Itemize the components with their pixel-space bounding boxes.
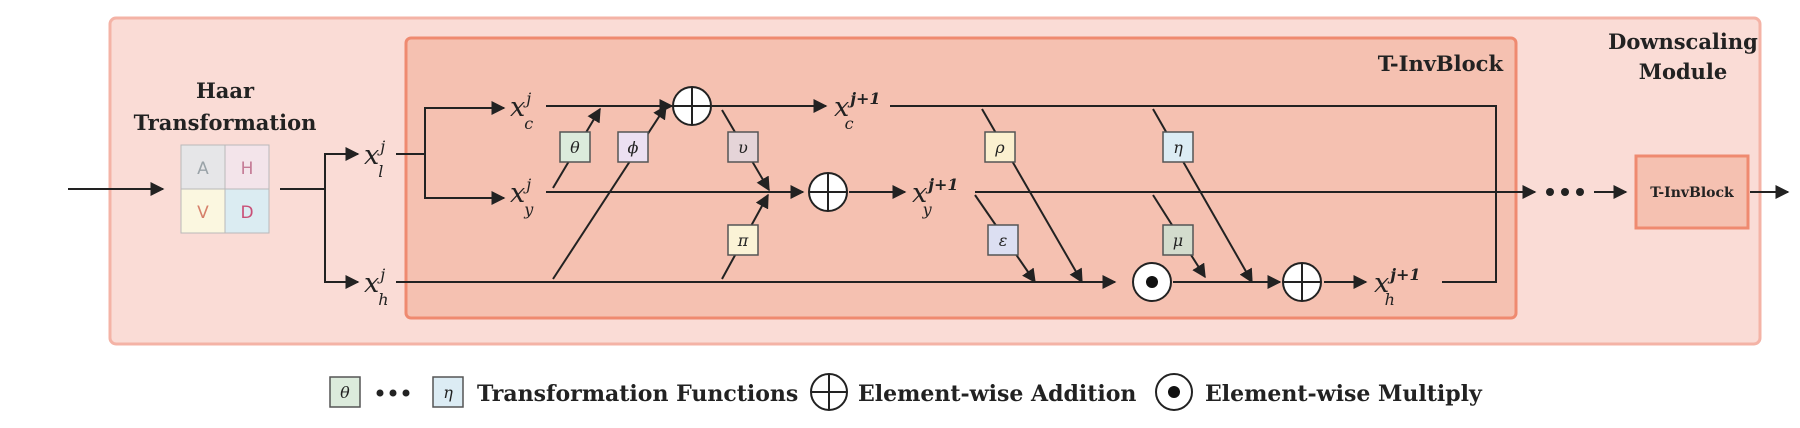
next-t-invblock: T-InvBlock: [1634, 154, 1750, 230]
ellipsis-dots: [1546, 188, 1584, 196]
haar-grid: A H V D: [180, 144, 270, 234]
module-title-line2: Module: [1639, 59, 1728, 84]
svg-text:ε: ε: [999, 231, 1008, 250]
haar-title-line2: Transformation: [134, 110, 317, 135]
function-box-theta: θ: [559, 131, 591, 163]
legend-func-end: η: [443, 383, 453, 402]
plus-operator-3: [1282, 262, 1322, 302]
legend: θ η Transformation Functions Element-wis…: [329, 373, 1483, 411]
svg-text:θ: θ: [570, 138, 580, 157]
legend-mul-label: Element-wise Multiply: [1205, 381, 1483, 407]
haar-cell-h: H: [241, 159, 254, 179]
svg-text:μ: μ: [1173, 231, 1183, 250]
plus-operator-2: [808, 172, 848, 212]
haar-cell-a: A: [197, 159, 209, 179]
t-invblock-title: T-InvBlock: [1378, 51, 1504, 76]
legend-func-start: θ: [340, 383, 350, 402]
haar-cell-v: V: [197, 203, 209, 223]
svg-text:π: π: [737, 231, 749, 250]
svg-text:ρ: ρ: [994, 138, 1005, 157]
haar-title-line1: Haar: [196, 78, 255, 103]
svg-text:ϕ: ϕ: [628, 138, 639, 157]
function-box-upsilon: υ: [727, 131, 759, 163]
svg-text:T-InvBlock: T-InvBlock: [1650, 185, 1734, 201]
function-box-mu: μ: [1162, 224, 1194, 256]
svg-text:υ: υ: [738, 138, 748, 157]
function-box-epsilon: ε: [987, 224, 1019, 256]
t-invblock-box: [404, 36, 1518, 320]
function-box-rho: ρ: [984, 131, 1016, 163]
function-box-pi: π: [727, 224, 759, 256]
module-title-line1: Downscaling: [1608, 29, 1758, 54]
plus-operator-1: [672, 86, 712, 126]
function-box-phi: ϕ: [617, 131, 649, 163]
haar-cell-d: D: [240, 203, 253, 223]
svg-text:η: η: [1173, 138, 1183, 157]
legend-add-label: Element-wise Addition: [858, 381, 1136, 407]
multiply-operator: [1132, 262, 1172, 302]
function-box-eta: η: [1162, 131, 1194, 163]
legend-func-label: Transformation Functions: [477, 381, 798, 407]
